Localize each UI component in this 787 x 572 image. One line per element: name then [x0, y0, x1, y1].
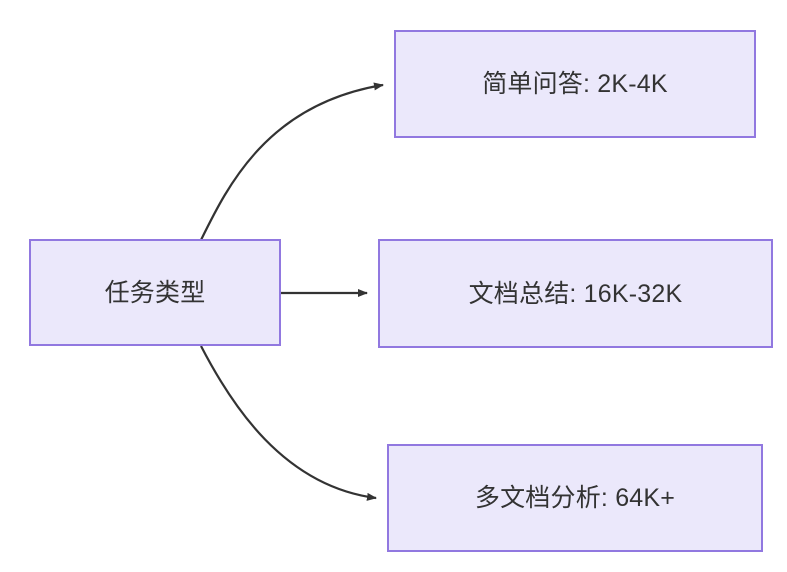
node-simple-qa[interactable]: 简单问答: 2K-4K — [394, 30, 756, 138]
edge-source-to-simple-qa — [200, 82, 384, 241]
node-doc-summary[interactable]: 文档总结: 16K-32K — [378, 239, 773, 348]
node-label: 多文档分析: 64K+ — [474, 484, 676, 512]
node-label: 文档总结: 16K-32K — [468, 279, 683, 308]
node-label: 简单问答: 2K-4K — [482, 70, 668, 98]
node-multi-doc[interactable]: 多文档分析: 64K+ — [387, 444, 763, 552]
node-label: 任务类型 — [104, 278, 206, 307]
edge-source-to-multi-doc — [200, 345, 377, 501]
node-task-type[interactable]: 任务类型 — [29, 239, 281, 346]
